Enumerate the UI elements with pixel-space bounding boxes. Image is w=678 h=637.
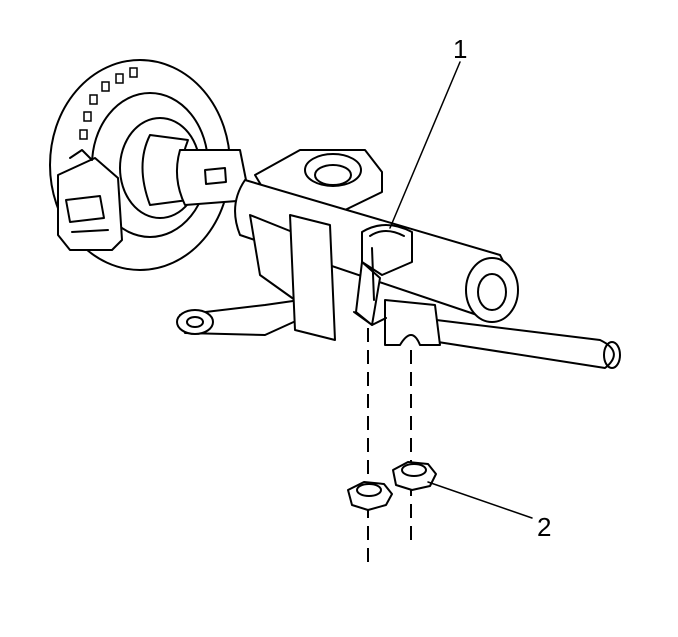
wheel-hub xyxy=(141,134,251,206)
lower-insulator-bracket xyxy=(384,299,441,346)
leader-line-2 xyxy=(427,481,533,519)
brake-caliper xyxy=(57,149,123,251)
leader-line-1 xyxy=(389,61,461,229)
nut-right xyxy=(392,461,437,491)
bracket-plate xyxy=(249,214,336,341)
callout-label-2: 2 xyxy=(537,512,551,542)
rotor-vent-holes xyxy=(79,67,138,140)
stabilizer-clamp xyxy=(353,224,413,326)
stabilizer-bar xyxy=(419,317,621,369)
nut-left xyxy=(347,481,393,511)
callout-label-1: 1 xyxy=(453,34,467,64)
lower-link xyxy=(176,299,301,336)
